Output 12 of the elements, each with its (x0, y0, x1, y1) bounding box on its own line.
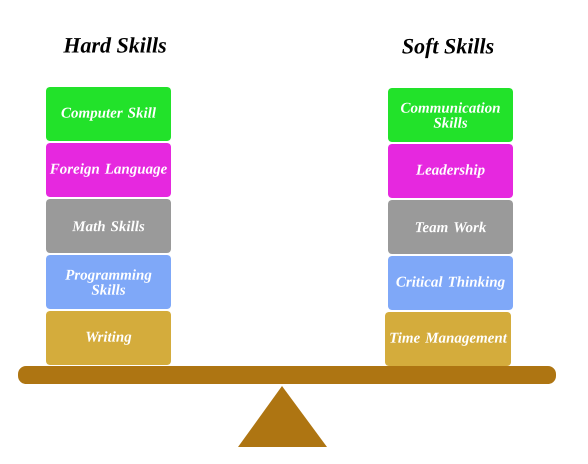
skill-box: Programming Skills (46, 255, 171, 309)
skill-box: Team Work (388, 200, 513, 254)
heading: Soft Skills (402, 38, 494, 58)
skill-box: Writing (46, 311, 171, 365)
skill-box: Critical Thinking (388, 256, 513, 310)
skill-box: Communication Skills (388, 88, 513, 142)
skill-box: Math Skills (46, 199, 171, 253)
skill-box: Computer Skill (46, 87, 171, 141)
skill-box: Foreign Language (46, 143, 171, 197)
skill-box: Time Management (385, 312, 511, 366)
heading: Hard Skills (63, 37, 166, 53)
skill-box: Leadership (388, 144, 513, 198)
